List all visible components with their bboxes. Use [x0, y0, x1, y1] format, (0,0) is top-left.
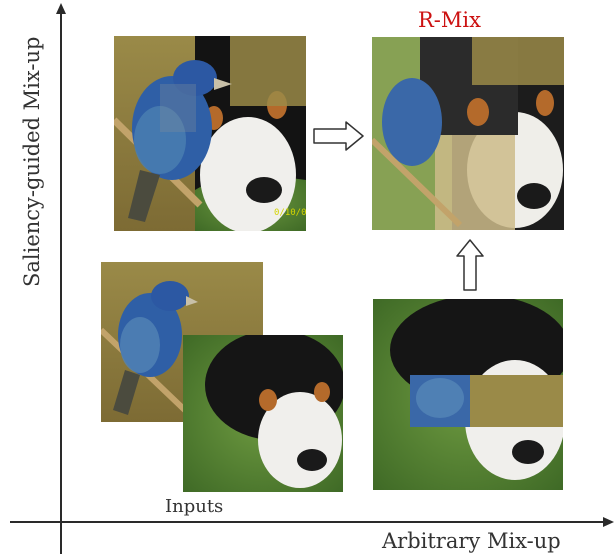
x-axis [10, 517, 614, 527]
right-arrow-icon [313, 121, 364, 151]
x-axis-arrowhead-icon [603, 517, 614, 527]
y-axis [56, 3, 66, 554]
y-axis-label: Saliency-guided Mix-up [20, 36, 44, 287]
inputs-label: Inputs [165, 496, 224, 517]
y-axis-arrowhead-icon [56, 3, 66, 14]
timestamp-watermark: 0/10/0 [274, 208, 307, 218]
rmix-label: R-Mix [418, 8, 481, 32]
saliency-mix-panel [114, 36, 306, 231]
arbitrary-mix-panel [373, 299, 563, 490]
up-arrow-icon [456, 239, 484, 291]
rmix-result-panel [372, 37, 564, 230]
dog-input-panel [183, 335, 343, 492]
x-axis-label: Arbitrary Mix-up [382, 529, 561, 553]
